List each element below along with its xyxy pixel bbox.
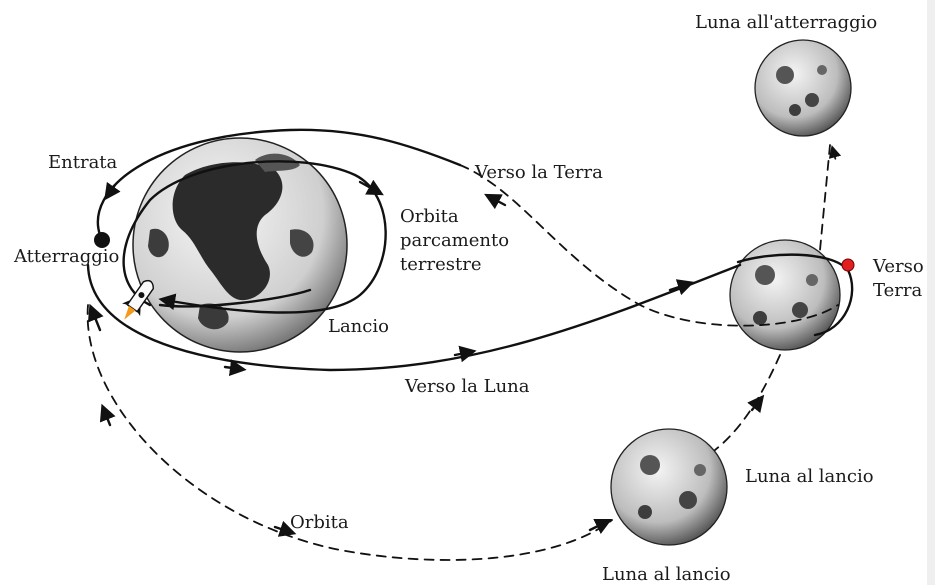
landing-capsule-icon xyxy=(94,232,110,248)
label-parking-orbit-1: Orbita xyxy=(400,206,459,227)
moon-middle xyxy=(729,239,841,351)
label-entry: Entrata xyxy=(48,152,118,173)
label-toward-earth-short-2: Terra xyxy=(873,280,922,301)
rocket-icon xyxy=(122,280,154,320)
label-moon-at-launch-bottom: Luna al lancio xyxy=(602,564,731,585)
moon-at-landing xyxy=(754,39,852,137)
label-toward-earth-short-1: Verso xyxy=(872,256,924,277)
label-landing: Atterraggio xyxy=(13,246,119,267)
right-edge-strip xyxy=(927,0,935,585)
moon-track-path xyxy=(819,144,831,251)
label-moon-at-launch-right: Luna al lancio xyxy=(745,466,874,487)
label-parking-orbit-3: terrestre xyxy=(400,254,481,275)
toward-moon-path xyxy=(86,263,742,372)
parking-orbit-path xyxy=(122,160,387,314)
label-toward-earth: Verso la Terra xyxy=(474,162,603,183)
label-parking-orbit-2: parcamento xyxy=(400,230,509,251)
label-moon-at-landing: Luna all'atterraggio xyxy=(695,12,877,33)
trajectory-point-icon xyxy=(841,258,855,272)
moon-at-launch xyxy=(610,428,728,546)
earth xyxy=(132,137,348,353)
moon-track-lower xyxy=(714,354,781,451)
label-launch: Lancio xyxy=(328,316,389,337)
label-toward-moon: Verso la Luna xyxy=(404,376,530,397)
orbit-arc-path xyxy=(86,304,613,561)
label-orbit: Orbita xyxy=(290,512,349,533)
